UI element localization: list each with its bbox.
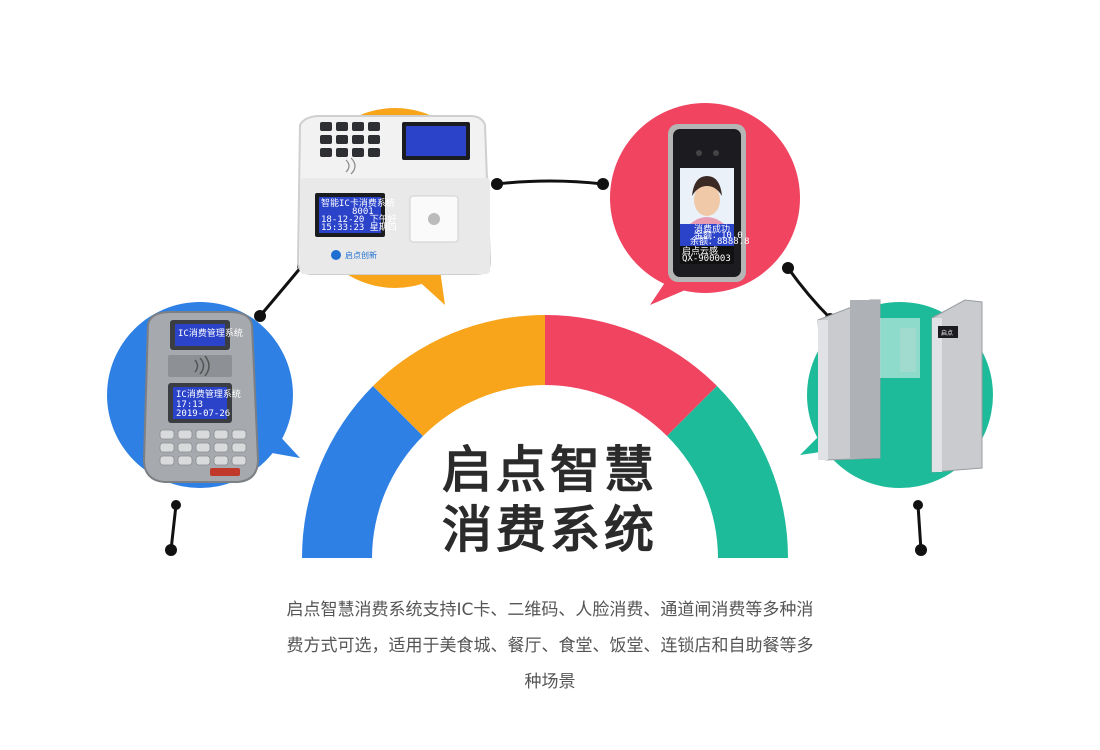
description-line3: 种场景 <box>524 672 576 692</box>
face-screen-brand: 启点云感 <box>682 245 718 257</box>
desktop-terminal-device: 智能IC卡消费系统 8001 18-12-20 下午好 15:33:23 星期四… <box>296 115 492 275</box>
pos-keypad <box>159 429 247 466</box>
gate-badge: 启点 <box>941 329 953 337</box>
description-line1: 启点智慧消费系统支持IC卡、二维码、人脸消费、通道闸消费等多种消 <box>286 600 814 620</box>
arc-segment-orange <box>373 314 545 436</box>
connector-gate-foot <box>916 503 923 552</box>
description: 启点智慧消费系统支持IC卡、二维码、人脸消费、通道闸消费等多种消 费方式可选，适… <box>215 592 885 700</box>
page-title-line2: 消费系统 <box>442 501 658 559</box>
terminal-logo: 启点创新 <box>345 250 377 260</box>
face-recognition-device: 消费成功 金额：10.0 余额：8888.8 启点云感 QX-900003 <box>668 124 750 282</box>
arc-segment-red <box>545 314 717 436</box>
contactless-icon <box>194 355 210 377</box>
connector-pos-foot <box>169 503 178 552</box>
connector-terminal-face <box>495 179 605 186</box>
pos-screen-line3: 2019-07-26 <box>176 409 230 419</box>
terminal-keypad <box>320 122 380 157</box>
terminal-screen-line3: 18-12-20 下午好 <box>321 213 397 225</box>
terminal-screen-line4: 15:33:23 星期四 <box>321 222 397 233</box>
pos-terminal-device: IC消费管理系统 IC消费管理系统 17:13 2019-07-26 <box>142 311 260 483</box>
connectors <box>169 179 923 552</box>
face-screen-success: 消费成功 <box>694 223 730 235</box>
avatar <box>690 176 724 224</box>
turnstile-gate-device: 启点 <box>817 299 983 473</box>
terminal-screen-line1: 智能IC卡消费系统 <box>321 197 395 209</box>
pos-screen-line1: IC消费管理系统 <box>176 388 241 400</box>
connector-face-gate <box>786 266 832 320</box>
arc-segment-blue <box>301 386 423 558</box>
pos-top-screen-text: IC消费管理系统 <box>178 327 243 339</box>
face-screen-balance: 余额：8888.8 <box>690 235 750 247</box>
pos-screen-line2: 17:13 <box>176 400 203 410</box>
arc-segment-green <box>667 386 789 558</box>
face-screen-amount: 金额：10.0 <box>694 229 743 241</box>
description-line2: 费方式可选，适用于美食城、餐厅、食堂、饭堂、连锁店和自助餐等多 <box>286 636 814 656</box>
terminal-screen-line2: 8001 <box>352 207 374 217</box>
connector-pos-terminal <box>258 264 304 318</box>
system-arc <box>301 314 789 558</box>
page-title-line1: 启点智慧 <box>442 441 658 499</box>
contactless-icon <box>345 157 356 175</box>
face-screen-id: QX-900003 <box>682 254 731 264</box>
